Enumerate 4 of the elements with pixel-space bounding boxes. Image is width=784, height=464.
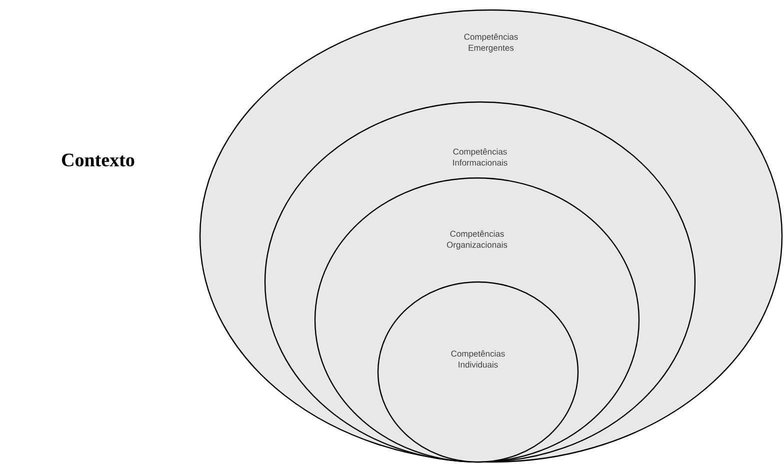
node-label: Competências Individuais bbox=[451, 350, 505, 368]
node-label: Competências Organizacionais bbox=[446, 230, 508, 250]
node-label: Competências Informacionais bbox=[453, 148, 508, 166]
context-label: Contexto bbox=[62, 154, 134, 166]
